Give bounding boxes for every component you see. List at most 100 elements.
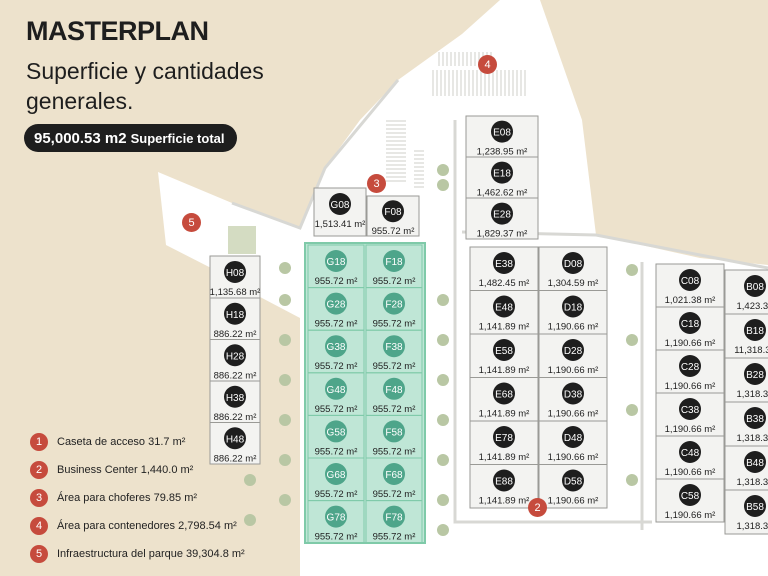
parking-stripe: [386, 148, 406, 150]
lot-area: 1,238.95 m²: [477, 147, 528, 158]
tree: [437, 414, 449, 426]
lot-badge: [224, 302, 246, 325]
lot-badge: [679, 398, 701, 420]
lot-id: F18: [385, 257, 403, 268]
parking-stripe: [452, 70, 454, 96]
lot-area: 1,190.66 m²: [548, 496, 599, 507]
map-marker-2[interactable]: 2: [528, 498, 547, 517]
parking-stripe: [414, 150, 424, 152]
parking-stripe: [436, 70, 438, 96]
map-marker-5[interactable]: 5: [182, 213, 201, 232]
map-marker-4[interactable]: 4: [478, 55, 497, 74]
parking-stripe: [414, 178, 424, 180]
lot-area: 1,021.38 m²: [665, 295, 716, 306]
parking-stripe: [524, 70, 526, 96]
lot-area: 1,318.32: [737, 521, 768, 532]
lot-area: 1,141.89 m²: [479, 322, 530, 333]
lot-badge: [325, 335, 347, 358]
parking-stripe: [512, 70, 514, 96]
parking-stripe: [446, 52, 448, 66]
tree: [437, 494, 449, 506]
parking-stripe: [456, 70, 458, 96]
parking-stripe: [470, 52, 472, 66]
lot-id: G28: [327, 300, 346, 311]
tree: [626, 264, 638, 276]
lot-area: 1,318.32: [737, 389, 768, 400]
tree: [279, 494, 291, 506]
lot-area: 1,190.66 m²: [665, 338, 716, 349]
parking-stripe: [492, 70, 494, 96]
parking-stripe: [464, 70, 466, 96]
parking-stripe: [386, 160, 406, 162]
lot-badge: [679, 484, 701, 506]
lot-id: F78: [385, 513, 403, 524]
tree: [437, 524, 449, 536]
lot-shape: [365, 500, 423, 544]
parking-areas: [386, 52, 526, 188]
parking-stripe: [496, 70, 498, 96]
lot-badge: [562, 339, 584, 361]
lot-id: H08: [226, 268, 245, 279]
lot-area: 955.72 m²: [315, 276, 358, 287]
parking-stripe: [440, 70, 442, 96]
lot-id: H18: [226, 310, 245, 321]
parking-stripe: [386, 128, 406, 130]
lot-area: 1,190.66 m²: [665, 467, 716, 478]
total-area-badge: 95,000.53 m2 Superficie total: [24, 124, 237, 152]
lot-badge: [744, 363, 766, 385]
parking-stripe: [476, 70, 478, 96]
parking-stripe: [386, 180, 406, 182]
lot-badge: [383, 292, 405, 315]
lot-id: D18: [564, 303, 583, 314]
lot-badge: [491, 202, 513, 225]
map-marker-3[interactable]: 3: [367, 174, 386, 193]
lot-area: 1,190.66 m²: [548, 452, 599, 463]
lot-area: 955.72 m²: [373, 361, 416, 372]
parking-stripe: [458, 52, 460, 66]
tree: [626, 404, 638, 416]
parking-stripe: [474, 52, 476, 66]
lot-area: 1,141.89 m²: [479, 409, 530, 420]
